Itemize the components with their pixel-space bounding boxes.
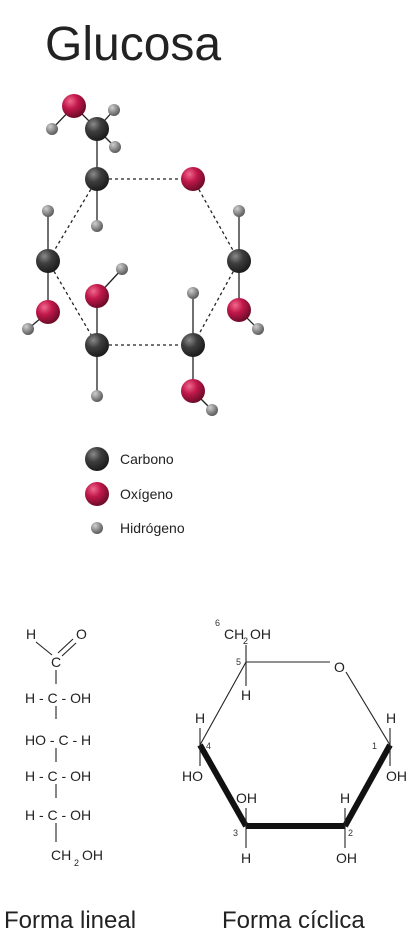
ring-bond xyxy=(192,178,240,262)
linear-o-top: O xyxy=(76,626,87,642)
c2-oh: OH xyxy=(336,850,357,866)
carbon-atom xyxy=(181,333,205,357)
c5-h: H xyxy=(241,687,251,703)
carbon-number-2: 2 xyxy=(348,828,353,838)
linear-h-top: H xyxy=(26,626,36,642)
ring-oxygen: O xyxy=(334,659,345,675)
oxygen-atom xyxy=(227,298,251,322)
carbon-atom xyxy=(85,333,109,357)
caption-cyclic: Forma cíclica xyxy=(222,907,365,933)
ball-and-stick-model xyxy=(22,94,264,416)
c3-oh: OH xyxy=(236,790,257,806)
hydrogen-atom xyxy=(42,205,54,217)
carbon-number-4: 4 xyxy=(206,741,211,751)
hydrogen-atom xyxy=(233,205,245,217)
ring-bond xyxy=(199,661,247,746)
ch2oh-sub: 2 xyxy=(243,636,248,646)
linear-double-bond xyxy=(57,638,74,654)
c2-h: H xyxy=(340,790,350,806)
linear-row-5: H - C - OH xyxy=(25,807,91,823)
carbon-atom xyxy=(85,117,109,141)
legend-label-oxygen: Oxígeno xyxy=(120,486,173,502)
ring-bond xyxy=(47,178,98,262)
linear-row-6-oh: OH xyxy=(82,847,103,863)
hydrogen-atom xyxy=(206,404,218,416)
hydrogen-atom xyxy=(109,141,121,153)
carbon-number-5: 5 xyxy=(236,657,241,667)
linear-double-bond xyxy=(61,642,77,657)
hydrogen-atom xyxy=(252,323,264,335)
ring-bond xyxy=(345,671,391,746)
linear-row-4: H - C - OH xyxy=(25,768,91,784)
hydrogen-legend-icon xyxy=(91,522,103,534)
hydrogen-atom xyxy=(91,220,103,232)
carbon-number-6: 6 xyxy=(215,618,220,628)
cyclic-form: 6 CH 2 OH 5 O H H 4 HO H 1 OH OH H 3 2 H… xyxy=(182,618,406,866)
carbon-atom xyxy=(85,167,109,191)
carbon-number-1: 1 xyxy=(372,741,377,751)
c4-oh: HO xyxy=(182,768,203,784)
carbon-atom xyxy=(227,249,251,273)
carbon-number-3: 3 xyxy=(233,828,238,838)
ring-bond xyxy=(192,260,240,346)
oxygen-atom xyxy=(181,167,205,191)
hydrogen-atom xyxy=(116,263,128,275)
c1-h: H xyxy=(386,710,396,726)
oxygen-atom xyxy=(181,379,205,403)
linear-row-3: HO - C - H xyxy=(25,732,91,748)
legend-label-hydrogen: Hidrógeno xyxy=(120,520,185,536)
legend-label-carbon: Carbono xyxy=(120,451,174,467)
c1-oh: OH xyxy=(386,768,406,784)
ring-bond-wedge xyxy=(197,743,249,828)
linear-row-6-sub: 2 xyxy=(74,858,79,868)
c4-h: H xyxy=(195,710,205,726)
carbon-legend-icon xyxy=(85,447,109,471)
c3-h: H xyxy=(241,850,251,866)
oxygen-legend-icon xyxy=(85,482,109,506)
oxygen-atom xyxy=(36,300,60,324)
hydrogen-atom xyxy=(108,104,120,116)
linear-bond xyxy=(35,641,53,656)
oxygen-atom xyxy=(85,284,109,308)
linear-row-2: H - C - OH xyxy=(25,690,91,706)
oxygen-atom xyxy=(62,94,86,118)
page-title: Glucosa xyxy=(45,18,221,71)
carbon-atom xyxy=(36,249,60,273)
linear-c1: C xyxy=(51,654,61,670)
legend: Carbono Oxígeno Hidrógeno xyxy=(85,447,185,536)
hydrogen-atom xyxy=(91,390,103,402)
ch2oh-oh: OH xyxy=(250,626,271,642)
hydrogen-atom xyxy=(22,323,34,335)
ring-bond xyxy=(47,260,98,346)
hydrogen-atom xyxy=(46,123,58,135)
hydrogen-atom xyxy=(187,287,199,299)
ring-bond-wedge xyxy=(342,743,393,828)
linear-form: H O C H - C - OH HO - C - H H - C - OH H… xyxy=(25,626,103,868)
linear-row-6-ch: CH xyxy=(51,847,71,863)
caption-linear: Forma lineal xyxy=(4,907,136,933)
ch2oh-ch: CH xyxy=(224,626,244,642)
